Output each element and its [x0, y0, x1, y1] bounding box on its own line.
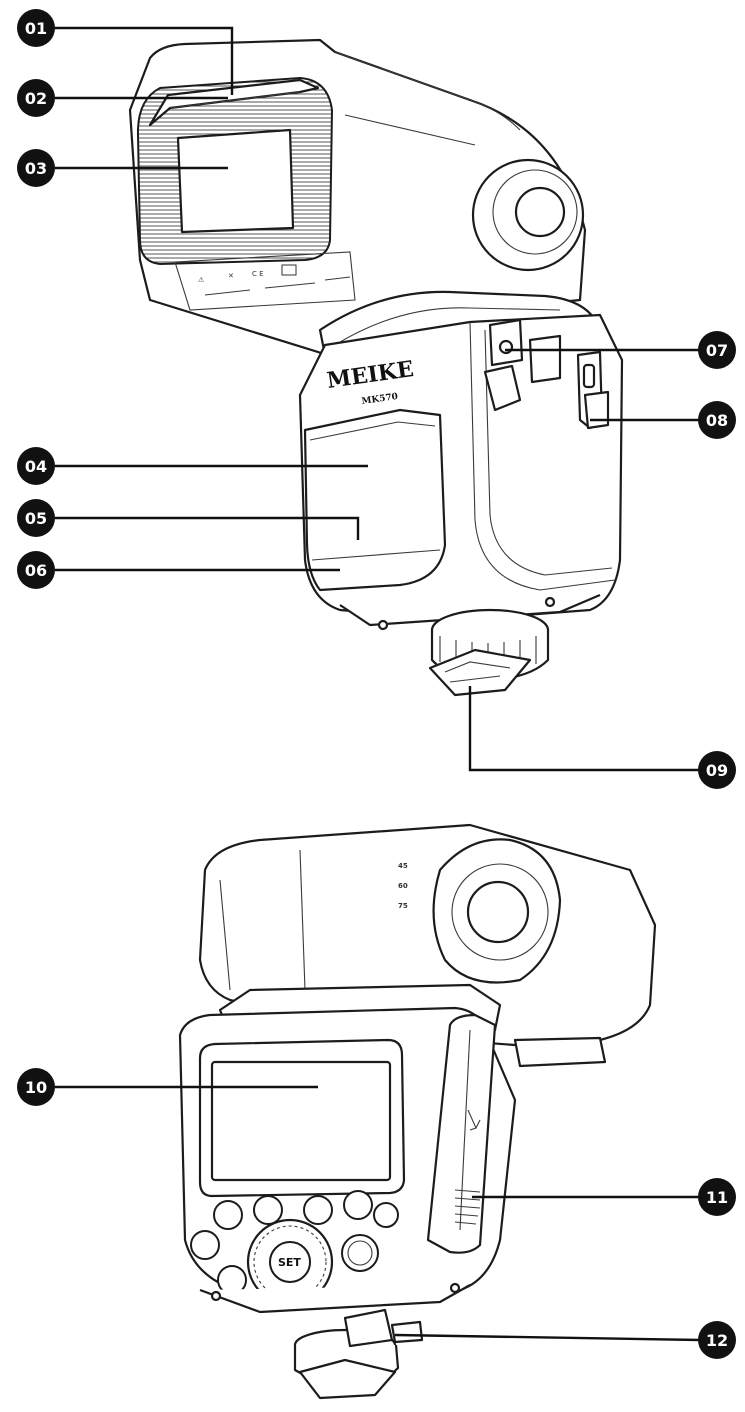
function-button-3[interactable]	[303, 1195, 333, 1225]
svg-text:05: 05	[25, 509, 47, 528]
svg-text:06: 06	[25, 561, 47, 580]
svg-text:C E: C E	[252, 270, 264, 278]
test-fire-button[interactable]	[341, 1234, 379, 1272]
battery-cover-grip	[454, 1189, 481, 1225]
set-button[interactable]	[269, 1241, 311, 1283]
callout-06: 06	[17, 551, 55, 589]
svg-text:07: 07	[706, 341, 728, 360]
callout-07: 07	[698, 331, 736, 369]
leader-line-09	[468, 686, 700, 772]
lcd-screen	[210, 1060, 392, 1182]
battery-compartment-cover[interactable]	[426, 1013, 497, 1254]
callout-08: 08	[698, 401, 736, 439]
mode-button[interactable]	[190, 1230, 220, 1260]
front-sensor-panel	[303, 408, 447, 592]
svg-text:✕: ✕	[228, 272, 234, 280]
svg-text:03: 03	[25, 159, 47, 178]
svg-text:02: 02	[25, 89, 47, 108]
leader-line-01	[55, 26, 234, 95]
svg-text:04: 04	[25, 457, 47, 476]
regulatory-symbols: ⚠ ✕ C E	[198, 264, 351, 296]
svg-text:⚠: ⚠	[198, 276, 205, 284]
regulatory-label-strip	[174, 251, 356, 311]
front-view-flash: ⚠ ✕ C E MEIKE MK570	[128, 38, 624, 697]
callout-03: 03	[17, 149, 55, 187]
rear-pivot-ring	[451, 863, 549, 961]
callout-05: 05	[17, 499, 55, 537]
sync-port[interactable]	[498, 339, 514, 355]
set-button-label: SET	[278, 1256, 301, 1269]
leader-lines	[55, 26, 701, 1342]
leader-line-12	[394, 1333, 701, 1342]
callout-02: 02	[17, 79, 55, 117]
function-button-2[interactable]	[253, 1195, 283, 1225]
leader-line-05	[55, 516, 360, 540]
rear-base-plate	[199, 1284, 471, 1314]
callout-10: 10	[17, 1068, 55, 1106]
head-pivot-ring	[492, 169, 578, 255]
head-pivot-center	[514, 186, 566, 238]
svg-text:11: 11	[706, 1188, 728, 1207]
callout-01: 01	[17, 9, 55, 47]
battery-open-arrow-icon	[467, 1109, 481, 1131]
function-button-4[interactable]	[343, 1190, 373, 1220]
rear-pivot-center	[466, 880, 530, 944]
function-button-5[interactable]	[373, 1202, 399, 1228]
flash-head-top-ridge	[334, 51, 521, 131]
svg-text:10: 10	[25, 1078, 47, 1097]
tilt-angle-label: 45	[398, 862, 408, 870]
callout-12: 12	[698, 1321, 736, 1359]
tilt-angle-label: 60	[398, 882, 408, 890]
flash-tube-window	[176, 128, 295, 234]
callout-09: 09	[698, 751, 736, 789]
svg-text:08: 08	[706, 411, 728, 430]
callout-04: 04	[17, 447, 55, 485]
rear-hot-shoe-foot	[298, 1358, 397, 1400]
svg-text:09: 09	[706, 761, 728, 780]
usb-port-flap[interactable]	[483, 364, 522, 412]
hot-shoe-lock-lever[interactable]	[343, 1308, 394, 1348]
callout-11: 11	[698, 1178, 736, 1216]
hot-shoe-foot	[428, 648, 532, 697]
svg-text:12: 12	[706, 1331, 728, 1350]
svg-text:01: 01	[25, 19, 47, 38]
tilt-angle-label: 75	[398, 902, 408, 910]
rear-view-flash: 45 60 75 SET	[178, 823, 657, 1400]
function-button-1[interactable]	[213, 1200, 243, 1230]
